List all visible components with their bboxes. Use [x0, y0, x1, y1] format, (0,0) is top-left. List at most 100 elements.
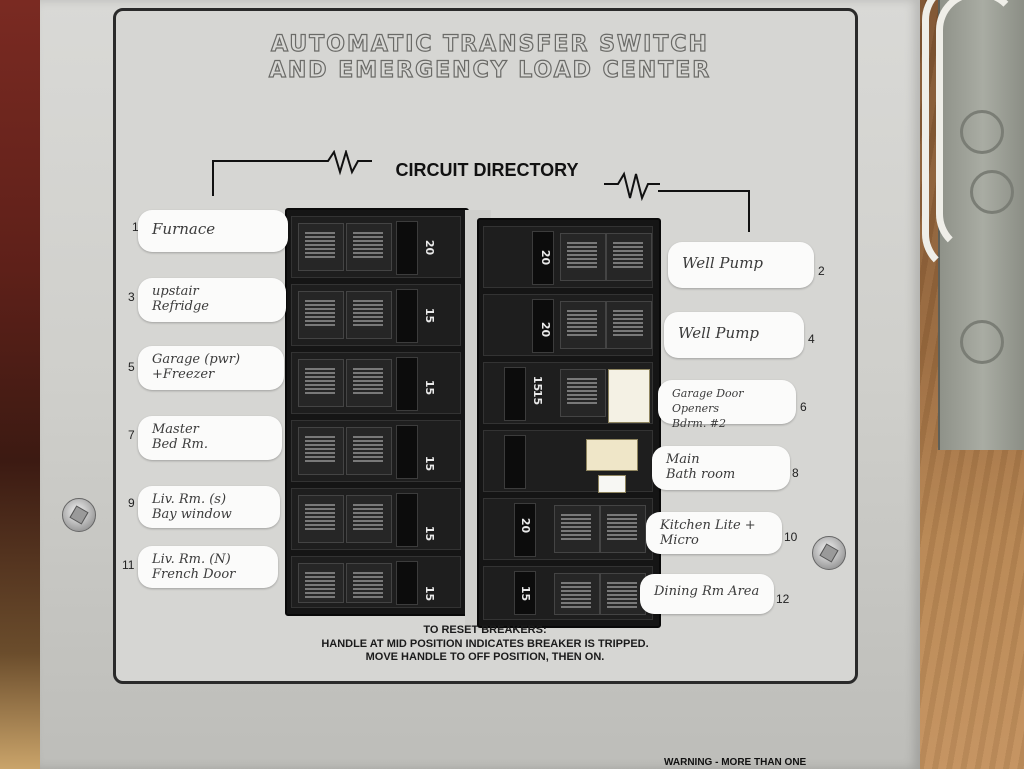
breaker-label	[346, 495, 392, 543]
circuit-label-6: Garage Door Openers Bdrm. #2	[658, 380, 796, 430]
circuit-label-4: Well Pump	[664, 312, 804, 358]
breaker-label	[298, 359, 344, 407]
circuit-label-1: Furnace	[138, 210, 288, 252]
breaker-label	[346, 291, 392, 339]
breaker-label	[346, 223, 392, 271]
reset-instruction-1: HANDLE AT MID POSITION INDICATES BREAKER…	[321, 638, 649, 650]
circuit-number: 2	[818, 264, 825, 278]
breaker-handle[interactable]	[504, 367, 526, 421]
circuit-number: 1	[132, 220, 139, 234]
breaker-label	[346, 563, 392, 603]
bracket-line	[658, 190, 750, 192]
breaker-rating: 20	[539, 249, 553, 266]
breaker-handle[interactable]	[396, 357, 418, 411]
breaker-handle[interactable]	[396, 561, 418, 605]
knockout	[960, 320, 1004, 364]
breaker-rating: 15	[423, 585, 437, 602]
circuit-number: 9	[128, 496, 135, 510]
breaker-rating: 20	[519, 517, 533, 534]
circuit-number: 8	[792, 466, 799, 480]
breaker-1[interactable]: 20	[291, 216, 461, 278]
resistor-symbol-right	[604, 171, 660, 202]
breaker-7[interactable]: 15	[291, 420, 461, 482]
breaker-rating: 15	[423, 525, 437, 542]
mounting-bolt	[812, 536, 846, 570]
circuit-number: 4	[808, 332, 815, 346]
breaker-label	[298, 495, 344, 543]
knockout	[960, 110, 1004, 154]
bracket-line	[748, 190, 750, 232]
breaker-label	[346, 359, 392, 407]
reset-instruction-2: MOVE HANDLE TO OFF POSITION, THEN ON.	[365, 651, 605, 663]
breaker-2[interactable]: 20	[483, 226, 653, 288]
breaker-handle[interactable]	[396, 425, 418, 479]
breaker-label	[298, 223, 344, 271]
breaker-4[interactable]: 20	[483, 294, 653, 356]
breaker-rating: 15	[531, 389, 545, 406]
breaker-spare: 15	[483, 390, 653, 493]
breaker-stack-right: 20 20 15 15 20 15	[477, 218, 661, 628]
circuit-number: 3	[128, 290, 135, 304]
breaker-rating: 20	[423, 239, 437, 256]
breaker-handle[interactable]	[396, 493, 418, 547]
panel-title: AUTOMATIC TRANSFER SWITCH AND EMERGENCY …	[210, 31, 770, 84]
circuit-number: 11	[122, 558, 135, 572]
cable	[922, 0, 1024, 274]
breaker-handle[interactable]	[532, 299, 554, 353]
breaker-handle[interactable]	[532, 231, 554, 285]
breaker-label	[346, 427, 392, 475]
wall-left	[0, 0, 40, 769]
circuit-label-9: Liv. Rm. (s) Bay window	[138, 486, 280, 528]
breaker-label	[554, 573, 600, 615]
breaker-9[interactable]: 15	[291, 488, 461, 550]
breaker-5[interactable]: 15	[291, 352, 461, 414]
warning-text: WARNING - MORE THAN ONE	[664, 757, 807, 768]
breaker-rating: 20	[539, 321, 553, 338]
breaker-rating: 15	[519, 585, 533, 602]
breaker-stack-left: 20 15 15 15 15 15	[285, 208, 469, 616]
bracket-line	[212, 160, 214, 196]
warning-sticker	[608, 369, 650, 423]
title-line-2: AND EMERGENCY LOAD CENTER	[268, 57, 712, 83]
circuit-label-2: Well Pump	[668, 242, 814, 288]
reset-heading: TO RESET BREAKERS:	[423, 624, 547, 636]
circuit-label-7: Master Bed Rm.	[138, 416, 282, 460]
breaker-label	[298, 291, 344, 339]
breaker-label	[554, 505, 600, 553]
breaker-rating: 15	[423, 455, 437, 472]
resistor-symbol-left	[318, 150, 372, 176]
breaker-label	[600, 573, 646, 615]
circuit-number: 10	[784, 530, 798, 544]
circuit-number: 7	[128, 428, 135, 442]
breaker-label	[606, 301, 652, 349]
breaker-6[interactable]: 15	[483, 362, 653, 424]
breaker-11[interactable]: 15	[291, 556, 461, 608]
breaker-handle[interactable]	[396, 221, 418, 275]
breaker-handle[interactable]	[396, 289, 418, 343]
breaker-label	[298, 427, 344, 475]
breaker-label	[560, 233, 606, 281]
circuit-label-10: Kitchen Lite + Micro	[646, 512, 782, 554]
bracket-line	[212, 160, 320, 162]
cable	[936, 0, 1020, 254]
breaker-handle[interactable]	[514, 503, 536, 557]
circuit-label-11: Liv. Rm. (N) French Door	[138, 546, 278, 588]
title-line-1: AUTOMATIC TRANSFER SWITCH	[270, 31, 709, 57]
small-sticker	[598, 475, 626, 493]
breaker-rating: 15	[423, 307, 437, 324]
breaker-label	[298, 563, 344, 603]
inspection-sticker	[586, 439, 638, 471]
circuit-number: 12	[776, 592, 790, 606]
knockout	[970, 170, 1014, 214]
breaker-3[interactable]: 15	[291, 284, 461, 346]
breaker-handle[interactable]	[504, 435, 526, 489]
breaker-10[interactable]: 20	[483, 498, 653, 560]
breaker-label	[600, 505, 646, 553]
circuit-label-5: Garage (pwr) +Freezer	[138, 346, 284, 390]
circuit-label-12: Dining Rm Area	[640, 574, 774, 614]
breaker-label	[560, 301, 606, 349]
breaker-12[interactable]: 15	[483, 566, 653, 620]
breaker-label	[606, 233, 652, 281]
breaker-handle[interactable]	[514, 571, 536, 615]
directory-title: CIRCUIT DIRECTORY	[395, 160, 579, 180]
